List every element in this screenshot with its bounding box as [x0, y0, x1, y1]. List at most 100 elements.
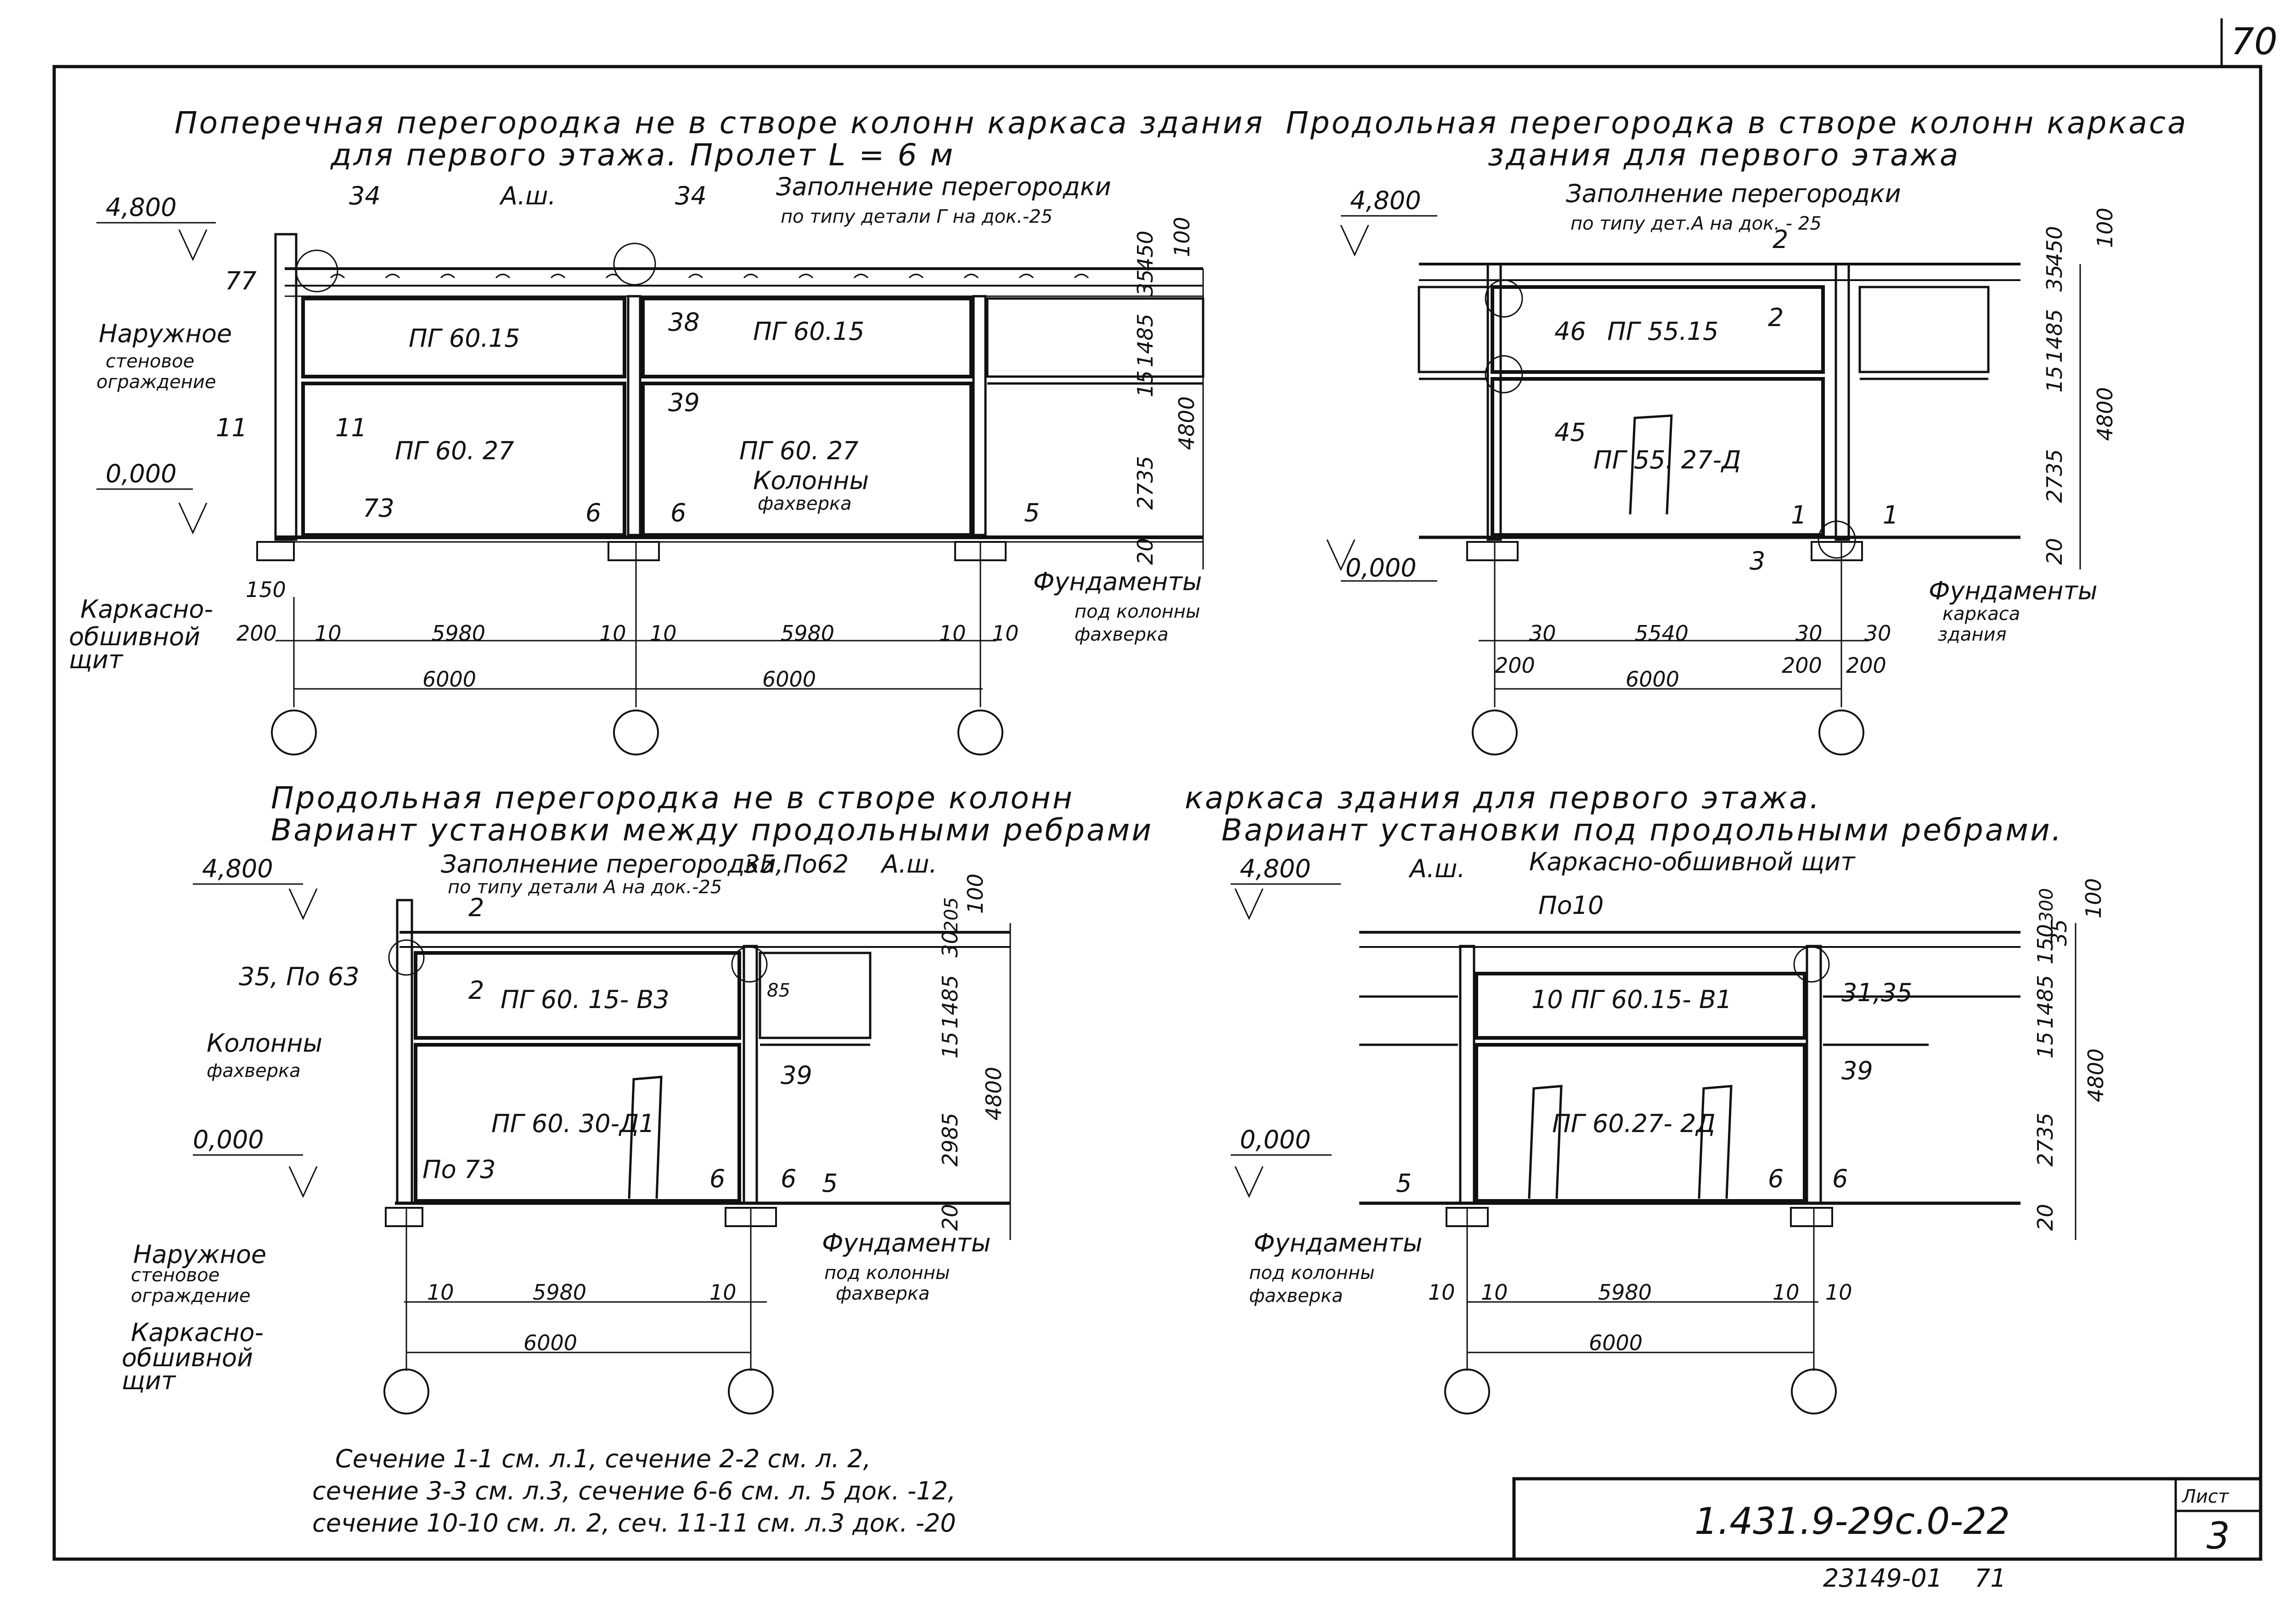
v4-dim-10-d: 10: [1825, 1280, 1852, 1305]
v4-h-300: 300: [2036, 888, 2057, 923]
v1-section-11-b: 11: [335, 413, 367, 442]
v2-dim-6000: 6000: [1626, 667, 1679, 692]
v2-mark-45: 45: [1554, 418, 1586, 447]
v1-dim-6000-b: 6000: [762, 667, 816, 692]
v1-section-6-b: 6: [670, 498, 686, 527]
v3-found-line3: фахверка: [836, 1283, 930, 1304]
v1-dim-10-e: 10: [992, 621, 1019, 646]
corner-number: 70: [2231, 20, 2278, 63]
v3-section-6-b: 6: [781, 1164, 796, 1193]
view1-title-line2: для первого этажа. Пролет L = 6 м: [330, 137, 955, 173]
view-longitudinal-between-ribs: Продольная перегородка не в створе колон…: [122, 780, 1153, 1414]
v1-h-20: 20: [1133, 538, 1158, 565]
v1-fill-line1: Заполнение перегородки: [776, 172, 1111, 201]
v4-found-line1: Фундаменты: [1254, 1228, 1423, 1257]
v2-h-15: 15: [2042, 366, 2067, 393]
v1-section-6-a: 6: [585, 498, 601, 527]
v2-dim-200-c: 200: [1846, 653, 1886, 678]
v3-columns-line1: Колонны: [207, 1029, 322, 1058]
v1-panel-a2: ПГ 60.15: [753, 317, 864, 346]
v4-found-line2: под колонны: [1249, 1262, 1375, 1284]
v1-h-100: 100: [1170, 217, 1194, 257]
v2-dim-200-b: 200: [1782, 653, 1822, 678]
v1-found-line2: под колонны: [1075, 601, 1200, 622]
v3-h-2985: 2985: [938, 1113, 962, 1166]
v2-section-1-a: 1: [1791, 501, 1806, 530]
sheet-number: 3: [2206, 1515, 2230, 1557]
note-line-2: сечение 3-3 см. л.3, сечение 6-6 см. л. …: [312, 1476, 956, 1505]
v4-mark-39: 39: [1841, 1056, 1873, 1085]
view4-title-line2: Вариант установки под продольными ребрам…: [1221, 812, 2063, 848]
v1-wall-line2: стеновое: [106, 351, 194, 372]
v3-section-2-b: 2: [468, 976, 484, 1005]
v2-h-1485: 1485: [2042, 309, 2067, 363]
v3-mark-35p63: 35, По 63: [239, 962, 360, 991]
v1-mark-38: 38: [668, 308, 700, 337]
v2-dim-30-a: 30: [1529, 621, 1556, 646]
v4-h-2735: 2735: [2033, 1113, 2058, 1166]
v3-mark-p73: По 73: [422, 1155, 496, 1184]
v1-panel-b2: ПГ 60. 27: [739, 436, 859, 465]
v3-fill-line1: Заполнение перегородки: [441, 850, 776, 879]
v3-h-205: 205: [941, 897, 962, 932]
v2-h-20: 20: [2042, 538, 2067, 565]
v2-h-35: 35: [2042, 265, 2067, 292]
v2-mark-46: 46: [1554, 317, 1586, 346]
v1-h-1485: 1485: [1133, 314, 1158, 367]
v1-found-line3: фахверка: [1075, 624, 1169, 645]
v1-section-11-a: 11: [216, 413, 248, 442]
v2-section-2-b: 2: [1768, 303, 1784, 332]
v4-panel-a: 10 ПГ 60.15- В1: [1531, 985, 1732, 1014]
archive-page: 71: [1975, 1564, 2006, 1593]
v1-mark-39: 39: [668, 388, 700, 417]
v2-fill-line2: по типу дет.А на док. - 25: [1570, 213, 1822, 234]
v2-level-top: 4,800: [1350, 186, 1421, 215]
v2-found-line2: каркаса: [1942, 603, 2020, 625]
v4-mark-p10: По10: [1538, 891, 1604, 920]
v2-section-1-b: 1: [1883, 501, 1898, 530]
v3-mark-85: 85: [767, 980, 790, 1001]
v3-h-4800: 4800: [981, 1067, 1006, 1121]
v3-dim-10-b: 10: [709, 1280, 737, 1305]
v1-found-line1: Фундаменты: [1033, 567, 1202, 596]
v3-wall-line1: Наружное: [133, 1240, 266, 1269]
v1-mark-34-a: 34: [349, 181, 381, 210]
view-longitudinal-under-ribs: каркаса здания для первого этажа. Вариан…: [1185, 780, 2108, 1414]
v4-h-1485: 1485: [2033, 975, 2058, 1029]
v2-mark-3: 3: [1750, 546, 1765, 575]
v1-dim-5980-a: 5980: [432, 621, 485, 646]
v4-level-zero: 0,000: [1240, 1125, 1311, 1154]
v1-h-450: 450: [1133, 231, 1158, 271]
v2-panel-a: ПГ 55.15: [1607, 317, 1718, 346]
v2-found-line1: Фундаменты: [1929, 576, 2098, 605]
v4-mark-ash: А.ш.: [1408, 854, 1465, 883]
v3-section-6-a: 6: [709, 1164, 725, 1193]
v4-h-15: 15: [2033, 1031, 2058, 1059]
v1-h-2735: 2735: [1133, 456, 1158, 510]
v1-h-15: 15: [1133, 370, 1158, 397]
v3-dim-5980: 5980: [533, 1280, 586, 1305]
v4-found-line3: фахверка: [1249, 1285, 1343, 1307]
view2-title-line2: здания для первого этажа: [1488, 137, 1960, 173]
v3-level-top: 4,800: [202, 854, 273, 883]
v1-panel-a1: ПГ 60.15: [409, 324, 520, 353]
v1-dim-10-d: 10: [939, 621, 966, 646]
v3-panel-b: ПГ 60. 30-Д1: [491, 1109, 655, 1138]
v4-mark-5: 5: [1396, 1169, 1412, 1198]
v1-wall-line3: ограждение: [96, 372, 216, 393]
v1-mark-ash: А.ш.: [499, 181, 556, 210]
view3-title-line2: Вариант установки между продольными ребр…: [271, 812, 1153, 848]
v4-level-top: 4,800: [1240, 854, 1311, 883]
v3-mark-39: 39: [781, 1061, 812, 1090]
v4-h-20: 20: [2033, 1204, 2058, 1231]
v3-h-100: 100: [963, 873, 988, 914]
v3-h-30: 30: [938, 930, 962, 958]
v4-h-100: 100: [2081, 878, 2106, 918]
v3-h-1485: 1485: [938, 975, 962, 1029]
v2-dim-200-a: 200: [1495, 653, 1535, 678]
v4-dim-6000: 6000: [1589, 1330, 1643, 1355]
v3-columns-line2: фахверка: [207, 1060, 301, 1082]
archive-number: 23149-01: [1823, 1564, 1942, 1593]
v3-h-20: 20: [938, 1204, 962, 1231]
v3-found-line1: Фундаменты: [822, 1228, 991, 1257]
